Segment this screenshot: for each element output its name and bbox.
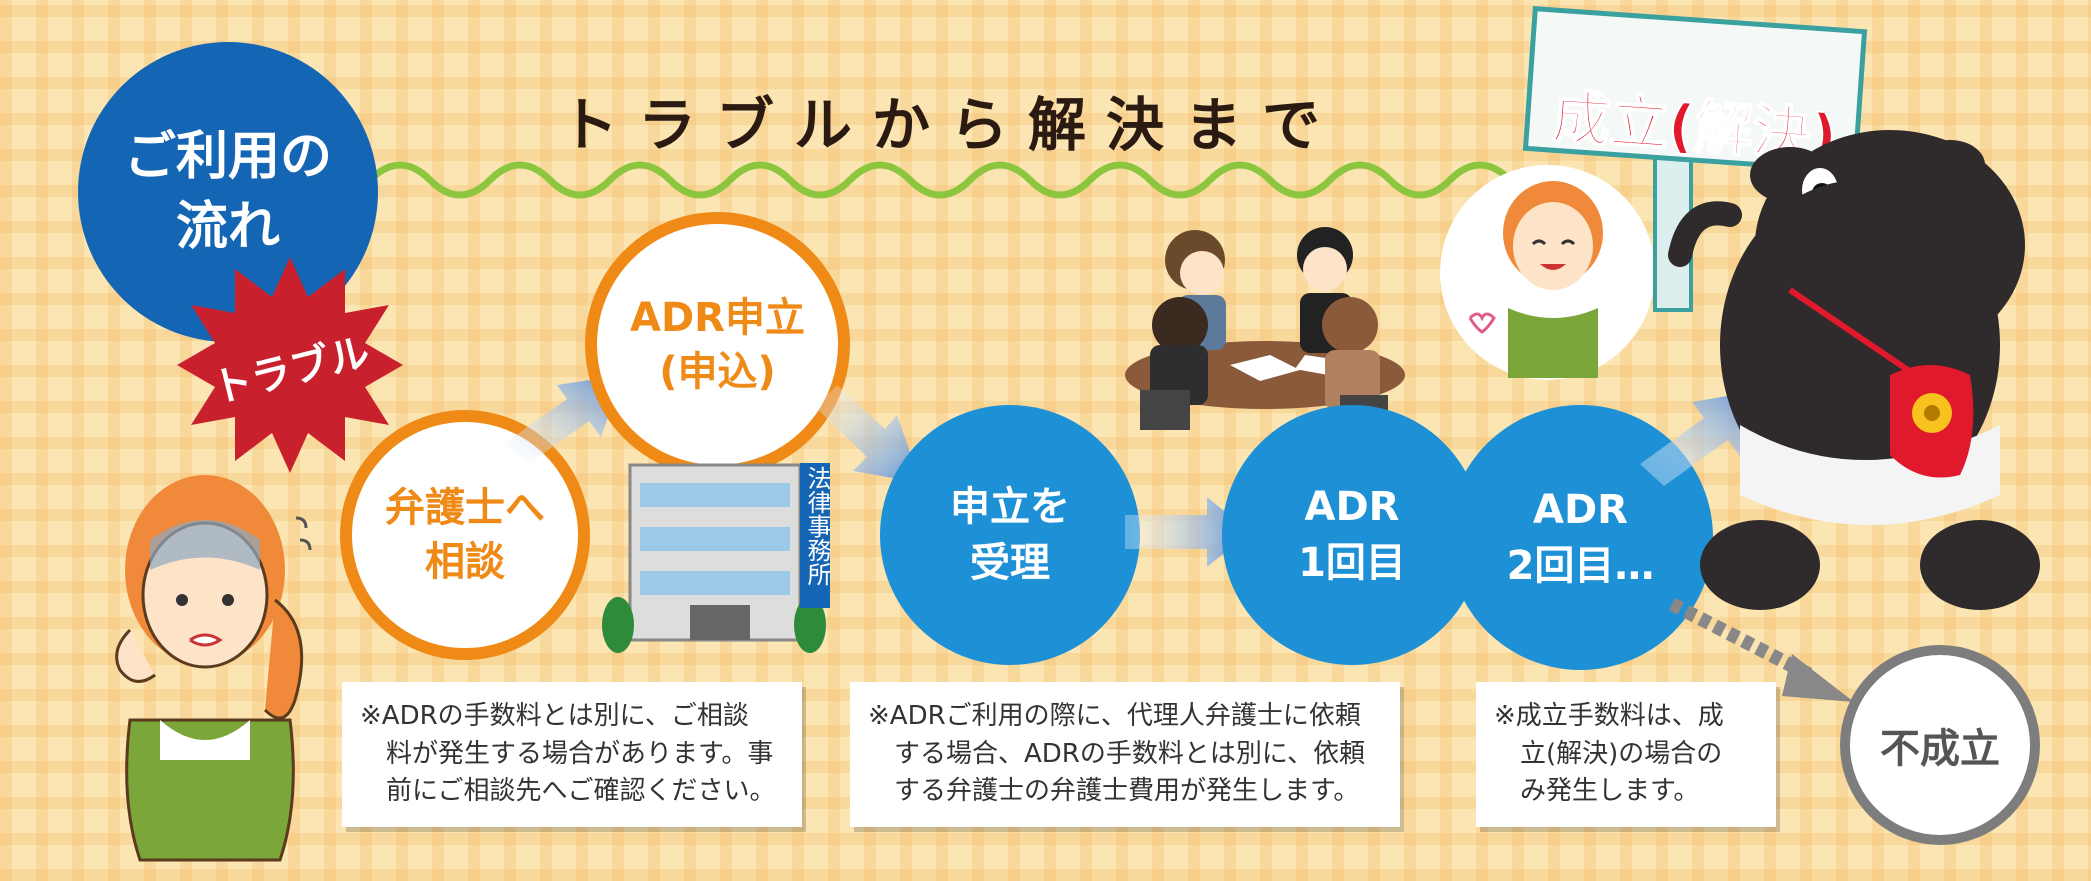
note-lawyer-fee-text: ※ADRご利用の際に、代理人弁護士に依頼 する場合、ADRの手数料とは別に、依頼… [868,701,1366,807]
note-lawyer-fee: ※ADRご利用の際に、代理人弁護士に依頼 する場合、ADRの手数料とは別に、依頼… [850,682,1400,827]
arrow-down-1 [815,385,921,483]
step-accept-label: 申立を 受理 [950,484,1070,586]
step-round2-label: ADR 2回目… [1506,486,1655,589]
step-fail: 不成立 [1840,645,2040,845]
arrow-right-1 [1125,497,1250,567]
arrow-up-2 [1640,390,1762,486]
law-office-building [602,463,830,653]
sweat-marks [295,516,312,551]
step-apply-label: ADR申立 (申込) [630,294,805,395]
note-success-fee: ※成立手数料は、成 立(解決)の場合の み発生します。 [1476,682,1776,827]
step-consult-label: 弁護士へ 相談 [385,485,545,585]
note-consult-fee-text: ※ADRの手数料とは別に、ご相談 料が発生する場合があります。事 前にご相談先へ… [360,701,776,807]
meeting-illustration [1125,227,1405,435]
arrow-to-fail [1668,597,1854,702]
happy-woman-illustration [1468,181,1603,378]
note-consult-fee: ※ADRの手数料とは別に、ご相談 料が発生する場合があります。事 前にご相談先へ… [342,682,802,827]
step-fail-label: 不成立 [1880,726,2000,772]
step-apply: ADR申立 (申込) [585,212,850,477]
arrow-up-1 [505,375,623,465]
step-accept: 申立を 受理 [880,405,1140,665]
page-title: トラブルから解決まで [560,91,1341,159]
wavy-line [366,161,1514,199]
note-success-fee-text: ※成立手数料は、成 立(解決)の場合の み発生します。 [1494,701,1724,807]
law-office-sign: 法律事務所 [803,466,831,586]
worried-woman-illustration [115,475,304,862]
flow-badge-label: ご利用の 流れ [123,126,332,257]
step-round1-label: ADR 1回目 [1298,484,1406,586]
trouble-burst [177,257,403,473]
step-round1: ADR 1回目 [1222,405,1482,665]
tapir-mascot [1668,130,2040,610]
